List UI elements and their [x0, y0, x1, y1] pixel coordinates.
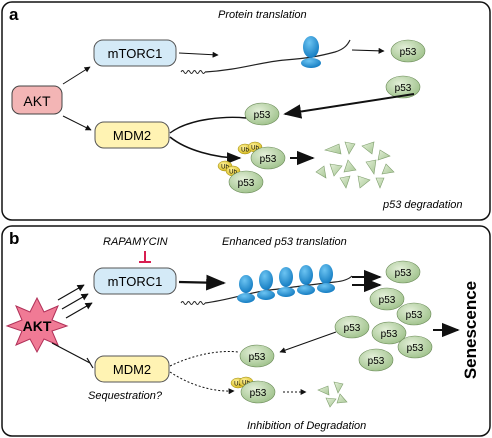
panel-a-ubiquitinated-p53: p53 — [228, 170, 264, 194]
senescence-label: Senescence — [461, 281, 480, 379]
inhibition-label: Inhibition of Degradation — [247, 420, 366, 432]
svg-text:p53: p53 — [344, 323, 361, 334]
panel-b-p53-blob: p53 — [385, 260, 421, 284]
svg-text:Ub: Ub — [221, 165, 229, 171]
mdm2-ubiquitination-arrow — [169, 136, 242, 164]
panel-b-letter: b — [9, 229, 19, 248]
p53-return-arrow — [279, 331, 337, 354]
panel-b-akt-label: AKT — [23, 318, 52, 334]
svg-text:p53: p53 — [406, 310, 423, 321]
panel-a-ribosome-icon — [301, 36, 321, 68]
panel-b-p53-blob: p53 — [334, 315, 370, 339]
mtorc1-to-mrna-arrow — [178, 51, 219, 58]
mtorc1-to-polysome-arrow — [178, 274, 226, 291]
svg-text:p53: p53 — [381, 329, 398, 340]
panel-b-polysome-icon — [237, 264, 335, 303]
panel-a-mtorc1-node: mTORC1 — [93, 39, 177, 67]
panel-b-p53-blob: p53 — [396, 302, 432, 326]
panel-b-akt-star: AKT — [5, 296, 69, 354]
panel-a-letter: a — [9, 5, 19, 24]
akt-inhibits-mdm2-bar — [51, 342, 94, 369]
svg-text:p53: p53 — [395, 83, 412, 94]
panel-b-mdm2-label: MDM2 — [113, 362, 151, 377]
mdm2-weak-binding-curve — [169, 351, 239, 367]
mdm2-binding-curve — [169, 116, 247, 134]
panel-a-mrna-strand — [204, 39, 351, 73]
akt-to-mtorc1-arrows — [57, 284, 93, 319]
svg-text:p53: p53 — [407, 343, 424, 354]
svg-text:Ub: Ub — [242, 381, 250, 387]
panel-b-frame — [1, 225, 491, 437]
svg-text:p53: p53 — [238, 178, 255, 189]
svg-text:p53: p53 — [260, 154, 277, 165]
panel-a-p53-blob: p53 — [244, 102, 280, 126]
panel-b-title: Enhanced p53 translation — [222, 236, 347, 248]
panel-b-polya-tail — [180, 301, 206, 305]
panel-a-p53-blob: p53 — [390, 39, 426, 63]
translation-to-p53-arrow — [351, 47, 385, 54]
svg-text:Ub: Ub — [241, 148, 249, 154]
rapamycin-label: RAPAMYCIN — [103, 236, 168, 248]
akt-to-mdm2-arrow — [62, 115, 92, 131]
panel-b-mdm2-node: MDM2 — [94, 355, 170, 383]
panel-b-mtorc1-node: mTORC1 — [93, 267, 177, 295]
panel-a-mtorc1-label: mTORC1 — [108, 46, 163, 61]
panel-b-mtorc1-label: mTORC1 — [108, 274, 163, 289]
panel-a-degradation-label: p53 degradation — [382, 199, 463, 211]
panel-b-p53-blob: p53 — [397, 335, 433, 359]
sequestration-label: Sequestration? — [88, 390, 163, 402]
svg-text:p53: p53 — [249, 352, 266, 363]
panel-a-polya-tail — [180, 70, 206, 74]
panel-b-p53-fragments — [317, 381, 348, 408]
panel-b-free-p53: p53 — [239, 344, 275, 368]
panel-b-p53-blob: p53 — [369, 287, 405, 311]
panel-b-p53-blob: p53 — [371, 321, 407, 345]
svg-text:p53: p53 — [395, 268, 412, 279]
rapamycin-inhibition-bar — [139, 251, 151, 263]
panel-a-p53-fragments — [315, 141, 395, 189]
svg-text:p53: p53 — [368, 356, 385, 367]
panel-b-p53-blob: p53 — [358, 348, 394, 372]
panel-a-title: Protein translation — [218, 9, 307, 21]
svg-text:p53: p53 — [254, 110, 271, 121]
panel-a-akt-label: AKT — [23, 93, 51, 109]
panel-a-p53-blob: p53 — [385, 75, 421, 99]
panel-a-akt-node: AKT — [11, 85, 63, 115]
svg-text:Ub: Ub — [251, 146, 259, 152]
panel-b-ubiquitinated-p53: p53 — [240, 380, 276, 404]
svg-text:Ub: Ub — [229, 170, 237, 176]
p53-to-mdm2-complex-arrow — [283, 93, 415, 119]
panel-a-ubiquitinated-p53: p53 — [250, 146, 286, 170]
panel-a-mdm2-node: MDM2 — [94, 121, 170, 149]
svg-text:p53: p53 — [250, 388, 267, 399]
akt-to-mtorc1-arrow — [62, 66, 91, 85]
svg-text:Ub: Ub — [234, 382, 242, 388]
panel-a-mdm2-label: MDM2 — [113, 128, 151, 143]
svg-text:p53: p53 — [400, 47, 417, 58]
mdm2-weak-ubiquitination-arrow — [169, 371, 235, 395]
svg-text:p53: p53 — [379, 295, 396, 306]
